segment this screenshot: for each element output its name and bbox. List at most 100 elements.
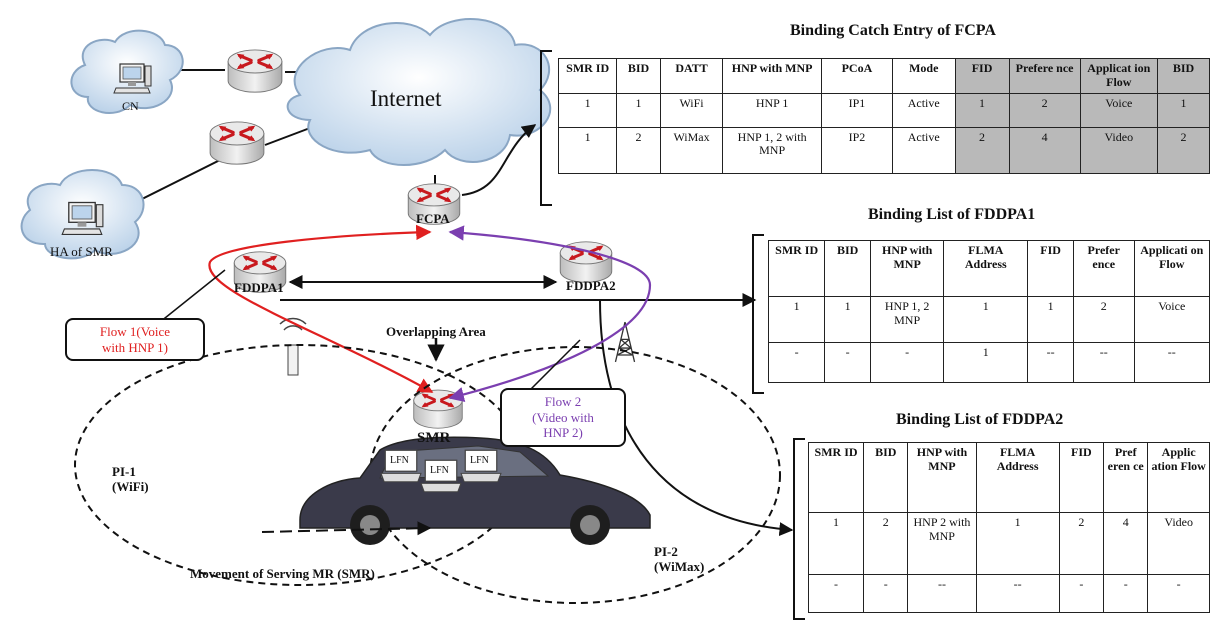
table-cell: -: [1058, 574, 1105, 613]
table-header-row: SMR ID BID HNP with MNP FLMA Address FID…: [807, 442, 1210, 513]
flow2-text: (Video with: [532, 409, 594, 425]
flow1-text: with HNP 1): [102, 339, 168, 355]
fddpa2-table-title: Binding List of FDDPA2: [896, 411, 1064, 428]
table-bracket: [752, 234, 764, 394]
table-cell: 1: [557, 126, 618, 174]
table-cell: --: [1072, 342, 1135, 383]
internet-label: Internet: [370, 86, 442, 111]
table-cell: 1: [954, 92, 1010, 128]
fddpa2-to-table-arrow: [599, 299, 794, 537]
table-bracket: [793, 438, 805, 620]
col-header: Applicati on Flow: [1133, 240, 1210, 297]
movement-arrow: [261, 521, 432, 536]
table-cell: WiMax: [659, 126, 724, 174]
table-cell: HNP 1: [722, 92, 822, 128]
router-icon: [226, 48, 284, 94]
col-header: Mode: [891, 58, 956, 94]
col-header: BID: [616, 58, 661, 94]
table-cell: 1: [943, 296, 1029, 343]
table-cell: 2: [1156, 126, 1211, 174]
col-header: Prefere nce: [1008, 58, 1081, 94]
table-cell: 2: [616, 126, 661, 174]
wimax-tower-icon: [614, 321, 636, 363]
table-cell: 2: [863, 512, 909, 575]
movement-label: Movement of Serving MR (SMR): [190, 566, 375, 581]
col-header: BID: [1156, 58, 1211, 94]
col-header: FID: [1058, 442, 1105, 513]
col-header: Applic ation Flow: [1147, 442, 1210, 513]
flow1-path: [208, 224, 434, 393]
table-bracket: [540, 50, 552, 206]
fddpa2-binding-table: SMR ID BID HNP with MNP FLMA Address FID…: [807, 442, 1210, 613]
table-cell: 1: [824, 296, 871, 343]
fcpa-label: FCPA: [416, 211, 450, 226]
col-header: Pref eren ce: [1103, 442, 1149, 513]
col-header: BID: [824, 240, 871, 297]
table-cell: -: [1147, 574, 1210, 613]
fddpa1-label: FDDPA1: [234, 280, 284, 295]
col-header: Prefer ence: [1072, 240, 1135, 297]
pi2-label: PI-2 (WiMax): [654, 544, 704, 575]
table-row: - - -- -- - - -: [807, 574, 1210, 613]
cn-label: CN: [122, 99, 139, 113]
col-header: SMR ID: [557, 58, 618, 94]
table-cell: -: [767, 342, 826, 383]
table-cell: 4: [1008, 126, 1081, 174]
flow1-text: Flow 1(Voice: [99, 324, 171, 339]
flow1-callout: Flow 1(Voice with HNP 1): [65, 318, 205, 362]
router-icon: [208, 120, 266, 166]
table-cell: HNP 2 with MNP: [907, 512, 977, 575]
table-cell: Voice: [1133, 296, 1210, 343]
flow2-text: HNP 2): [543, 425, 583, 441]
table-cell: HNP 1, 2 MNP: [869, 296, 945, 343]
table-cell: 2: [954, 126, 1010, 174]
col-header: BID: [863, 442, 909, 513]
table-cell: 2: [1058, 512, 1105, 575]
table-cell: -: [869, 342, 945, 383]
table-row: 1 2 HNP 2 with MNP 1 2 4 Video: [807, 512, 1210, 575]
table-cell: Video: [1147, 512, 1210, 575]
ha-label: HA of SMR: [50, 244, 113, 259]
table-cell: Video: [1079, 126, 1158, 174]
fddpa2-label: FDDPA2: [566, 278, 616, 293]
table-cell: -: [1103, 574, 1149, 613]
flow2-callout-pointer: [524, 339, 581, 396]
table-row: - - - 1 -- -- --: [767, 342, 1210, 383]
table-cell: WiFi: [659, 92, 724, 128]
table-cell: 1: [943, 342, 1029, 383]
pi1-name: PI-1: [112, 464, 136, 479]
table-cell: HNP 1, 2 with MNP: [722, 126, 822, 174]
col-header: DATT: [659, 58, 724, 94]
pi1-tech: (WiFi): [112, 478, 149, 494]
fcpa-to-table-arrow: [461, 124, 537, 196]
table-row: 1 1 HNP 1, 2 MNP 1 1 2 Voice: [767, 296, 1210, 343]
table-cell: 2: [1072, 296, 1135, 343]
internet-cloud: [286, 18, 552, 166]
table-cell: -: [863, 574, 909, 613]
pi1-label: PI-1 (WiFi): [112, 464, 149, 495]
lfn-label: LFN: [470, 455, 489, 466]
table-row: 1 2 WiMax HNP 1, 2 with MNP IP2 Active 2…: [557, 126, 1211, 174]
fcpa-binding-table: SMR ID BID DATT HNP with MNP PCoA Mode F…: [557, 58, 1211, 174]
ha-computer-icon: [61, 201, 104, 236]
col-header: HNP with MNP: [722, 58, 822, 94]
flow2-callout: Flow 2 (Video with HNP 2): [500, 388, 626, 447]
fddpa1-table-title: Binding List of FDDPA1: [868, 206, 1036, 223]
table-cell: 1: [616, 92, 661, 128]
table-header-row: SMR ID BID DATT HNP with MNP PCoA Mode F…: [557, 58, 1211, 94]
table-cell: 1: [807, 512, 865, 575]
col-header: FID: [954, 58, 1010, 94]
lfn-label: LFN: [430, 465, 449, 476]
table-cell: Active: [891, 92, 956, 128]
table-cell: 2: [1008, 92, 1081, 128]
flow1-callout-pointer: [159, 269, 226, 323]
table-row: 1 1 WiFi HNP 1 IP1 Active 1 2 Voice 1: [557, 92, 1211, 128]
table-cell: 1: [557, 92, 618, 128]
table-cell: Active: [891, 126, 956, 174]
col-header: FLMA Address: [943, 240, 1029, 297]
fcpa-table-title: Binding Catch Entry of FCPA: [790, 22, 996, 39]
wifi-access-point-icon: [279, 317, 307, 376]
table-cell: 4: [1103, 512, 1149, 575]
flow2-text: Flow 2: [544, 394, 582, 409]
